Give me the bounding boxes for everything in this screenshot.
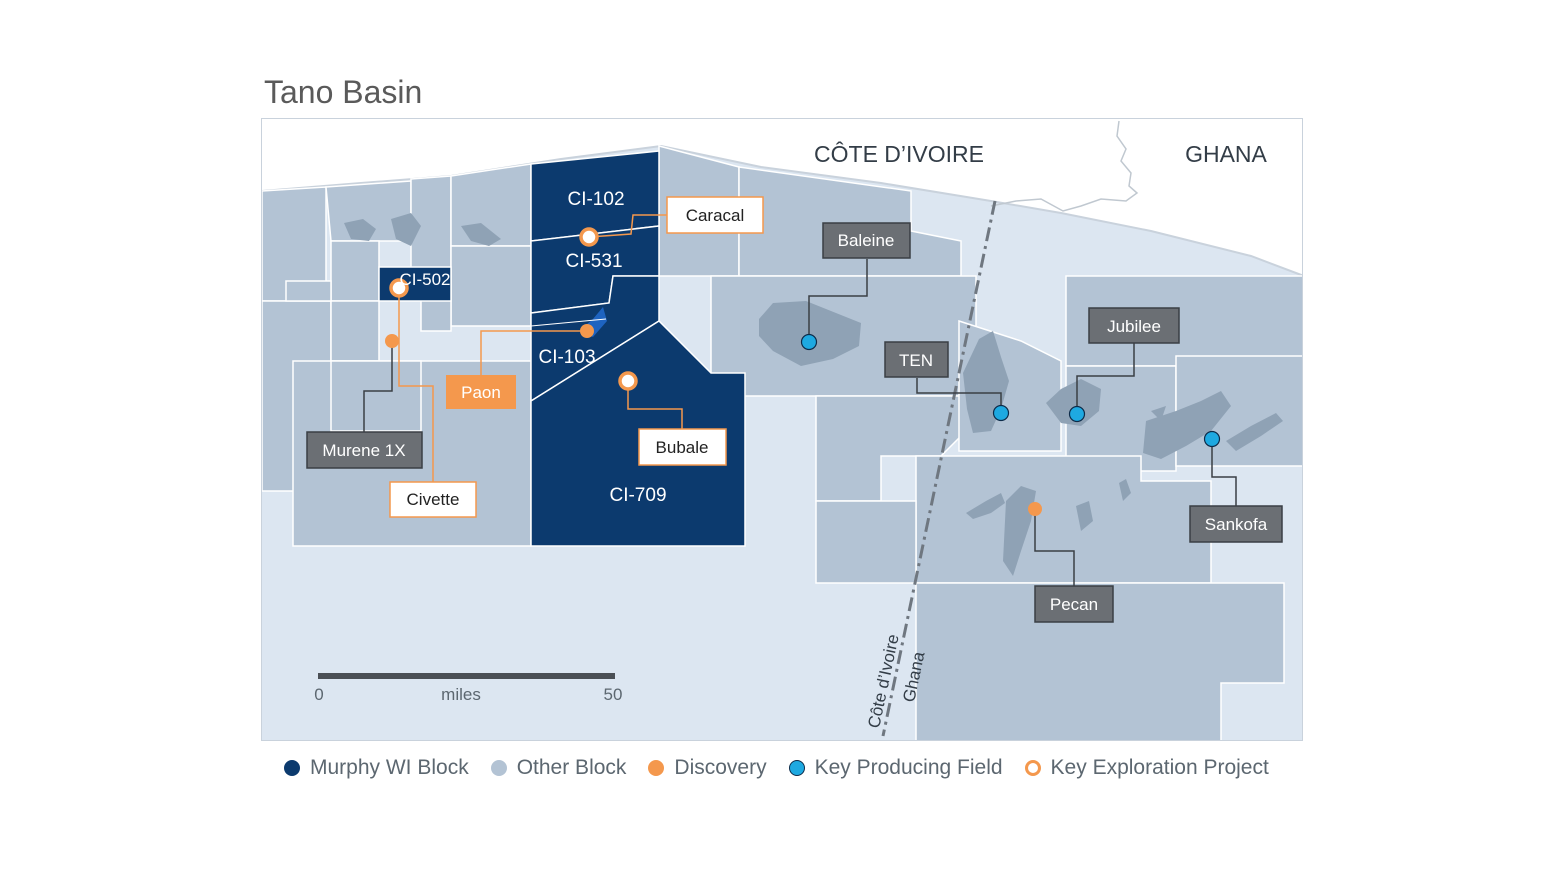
pecan-marker-icon (1028, 502, 1042, 516)
legend-item-exploration: Key Exploration Project (1024, 756, 1269, 780)
callout-boxes (306, 196, 1283, 623)
legend-label-producing: Key Producing Field (814, 756, 1003, 779)
civette-label: Civette (407, 490, 460, 509)
block-ci-709 (530, 320, 746, 547)
legend-label-exploration: Key Exploration Project (1050, 756, 1269, 779)
paon-label: Paon (461, 383, 501, 402)
legend-label-other: Other Block (516, 756, 627, 779)
legend-label-murphy: Murphy WI Block (310, 756, 469, 779)
jubilee-label: Jubilee (1107, 317, 1161, 336)
scale-min-label: 0 (314, 685, 323, 704)
caracal-marker-icon (579, 227, 599, 247)
block-label-ci-502: CI-502 (399, 270, 450, 289)
exploration-projects (389, 227, 638, 391)
murene-marker-icon (385, 334, 399, 348)
land-border-line (990, 120, 1139, 212)
orange-dot-icon (648, 760, 665, 776)
map-frame: Caracal Paon Bubale Civette Murene 1X Ba… (261, 118, 1303, 741)
orange-leader-lines (398, 214, 683, 482)
bubale-label: Bubale (656, 438, 709, 457)
oil-fields (344, 213, 1283, 576)
legend-item-other: Other Block (490, 756, 627, 780)
map-legend: Murphy WI Block Other Block Discovery Ke… (284, 754, 1291, 782)
gray-leader-lines (363, 259, 1237, 586)
tano-basin-map: Caracal Paon Bubale Civette Murene 1X Ba… (262, 119, 1302, 740)
ten-label: TEN (899, 351, 933, 370)
scale-unit-label: miles (441, 685, 481, 704)
paon-marker-icon (580, 324, 594, 338)
ci-103-inner-line (530, 318, 607, 327)
blue-dot-icon (788, 760, 805, 776)
legend-item-discovery: Discovery (648, 756, 767, 780)
pecan-label: Pecan (1050, 595, 1098, 614)
navy-dot-icon (284, 760, 300, 776)
baleine-label: Baleine (838, 231, 895, 250)
orange-ring-icon (1024, 760, 1041, 776)
block-label-ci-531: CI-531 (565, 251, 622, 272)
producing-fields (800, 333, 1221, 448)
block-label-ci-103: CI-103 (538, 347, 595, 368)
maritime-border-line (881, 200, 997, 737)
murene-label: Murene 1X (322, 441, 405, 460)
sankofa-label: Sankofa (1205, 515, 1268, 534)
map-title: Tano Basin (264, 74, 423, 110)
ten-marker-icon (992, 404, 1010, 422)
scale-max-label: 50 (604, 685, 623, 704)
gray-dot-icon (490, 760, 507, 776)
discoveries (385, 324, 1042, 516)
scale-bar: 0 miles 50 (314, 673, 622, 704)
country-label-cote-divoire: CÔTE D’IVOIRE (814, 140, 984, 167)
country-label-ghana: GHANA (1185, 141, 1267, 167)
block-label-ci-102: CI-102 (567, 189, 624, 210)
legend-item-murphy: Murphy WI Block (284, 756, 469, 780)
murphy-blocks (378, 150, 746, 547)
land-area (262, 119, 1302, 276)
caracal-label: Caracal (686, 206, 745, 225)
legend-item-producing: Key Producing Field (788, 756, 1003, 780)
baleine-marker-icon (800, 333, 818, 351)
block-label-ci-709: CI-709 (609, 485, 666, 506)
legend-label-discovery: Discovery (674, 756, 767, 779)
sankofa-marker-icon (1203, 430, 1221, 448)
jubilee-marker-icon (1068, 405, 1086, 423)
civette-marker-icon (389, 278, 409, 298)
bubale-marker-icon (618, 371, 638, 391)
